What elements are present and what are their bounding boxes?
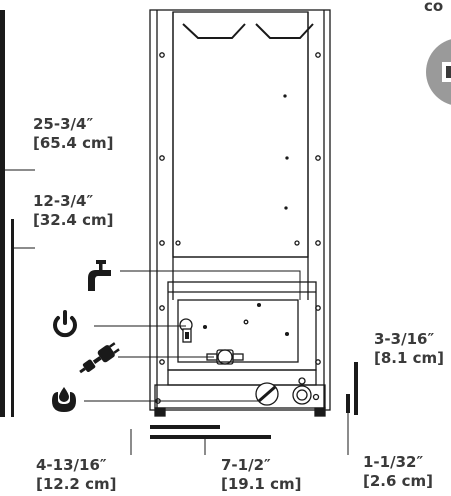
drain-clearance-bar <box>346 394 350 413</box>
drain-clearance-imperial: 1-1/32″ <box>363 453 424 471</box>
drain-water-drop-icon <box>52 387 76 412</box>
water-inlet-leader <box>120 270 301 300</box>
cropped-badge <box>426 39 451 105</box>
drain-offset-metric: [19.1 cm] <box>221 475 302 493</box>
inlet-height-label: 12-3/4″ [32.4 cm] <box>33 192 113 230</box>
inlet-offset-imperial: 4-13/16″ <box>36 456 107 474</box>
drain-offset-imperial: 7-1/2″ <box>221 456 271 474</box>
power-icon <box>53 310 77 338</box>
overall-height-metric: [65.4 cm] <box>33 134 114 152</box>
overall-height-label: 25-3/4″ [65.4 cm] <box>33 115 113 153</box>
drain-clearance-metric: [2.6 cm] <box>363 472 434 490</box>
inlet-height-bar <box>11 219 14 417</box>
cropped-corner-text: co <box>424 0 444 15</box>
drain-offset-label: 7-1/2″ [19.1 cm] <box>221 456 301 494</box>
inlet-height-metric: [32.4 cm] <box>33 211 114 229</box>
power-connector <box>206 349 244 365</box>
power-switch <box>179 318 193 343</box>
inlet-height-imperial: 12-3/4″ <box>33 192 94 210</box>
water-faucet-icon <box>88 260 111 291</box>
drain-height-imperial: 3-3/16″ <box>374 330 435 348</box>
drain-clearance-label: 1-1/32″ [2.6 cm] <box>363 453 433 491</box>
inlet-offset-metric: [12.2 cm] <box>36 475 117 493</box>
drain-height-bar <box>354 362 358 415</box>
inlet-offset-label: 4-13/16″ [12.2 cm] <box>36 456 116 494</box>
drain-height-metric: [8.1 cm] <box>374 349 445 367</box>
drain-offset-bar <box>150 435 271 439</box>
appliance-cabinet <box>149 9 331 417</box>
drain-height-label: 3-3/16″ [8.1 cm] <box>374 330 444 368</box>
drain-valve <box>155 377 320 406</box>
electrical-plug-icon <box>79 342 120 374</box>
inlet-offset-bar <box>150 425 220 429</box>
overall-height-imperial: 25-3/4″ <box>33 115 94 133</box>
overall-height-bar <box>0 10 5 417</box>
